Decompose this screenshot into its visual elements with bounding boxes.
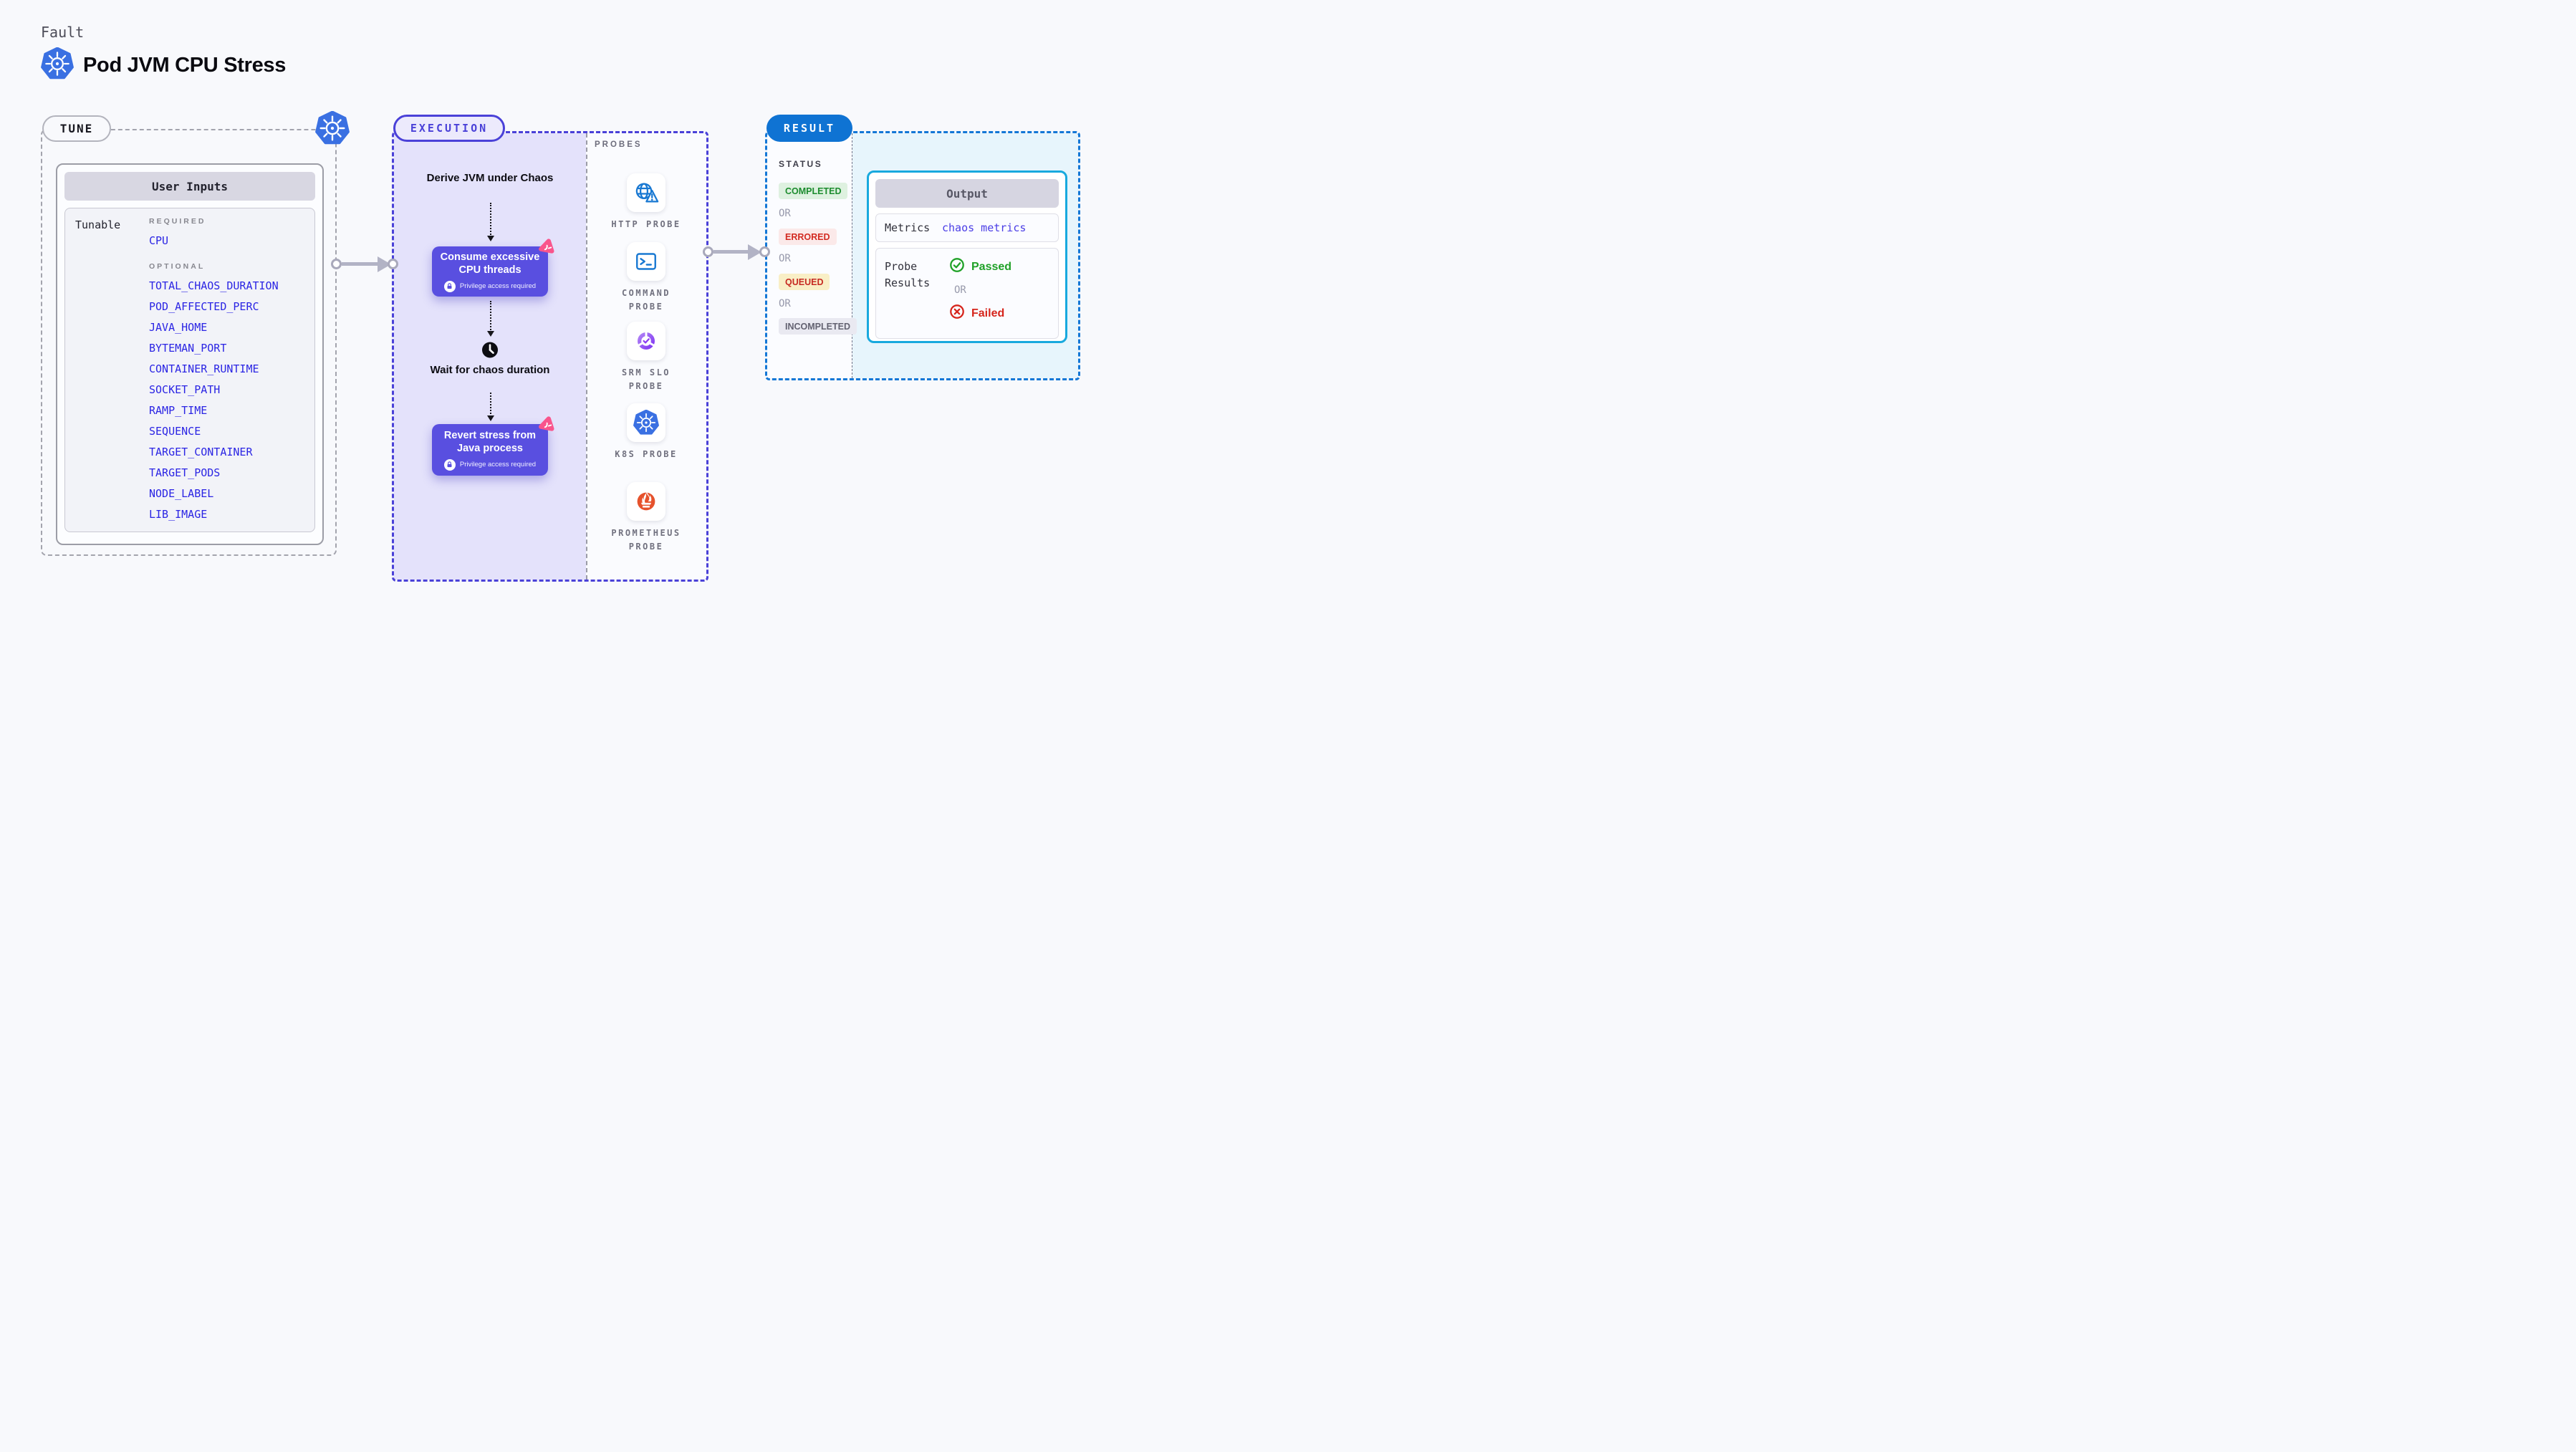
- metrics-row: Metrics chaos metrics: [875, 213, 1059, 242]
- output-header: Output: [875, 179, 1059, 208]
- check-circle-icon: [949, 257, 965, 277]
- srm-slo-probe-icon: [627, 322, 665, 360]
- parameter: LIB_IMAGE: [149, 508, 208, 521]
- parameter: SEQUENCE: [149, 425, 201, 438]
- consume-cpu-threads-box: Consume excessive CPU threads Privilege …: [432, 246, 548, 297]
- revert-stress-box: Revert stress from Java process Privileg…: [432, 424, 548, 476]
- parameter: BYTEMAN_PORT: [149, 342, 227, 355]
- probe-item: COMMAND PROBE: [586, 242, 706, 314]
- privilege-badge: Privilege access required: [443, 458, 537, 471]
- parameter: CONTAINER_RUNTIME: [149, 362, 259, 375]
- http-probe-icon: [627, 173, 665, 212]
- fault-step-title: Consume excessive CPU threads: [440, 251, 540, 276]
- metrics-value: chaos metrics: [942, 221, 1027, 234]
- parameter: NODE_LABEL: [149, 487, 214, 500]
- probe-item: K8S PROBE: [586, 403, 706, 461]
- probe-label: SRM SLO PROBE: [621, 367, 671, 392]
- passed-row: Passed: [949, 257, 1011, 277]
- kubernetes-icon: [315, 111, 350, 149]
- probe-results-values: Passed OR Failed: [949, 257, 1011, 323]
- user-inputs-panel: User Inputs Tunable REQUIRED CPU OPTIONA…: [56, 163, 324, 545]
- parameter: RAMP_TIME: [149, 404, 208, 417]
- arrow-head-icon: [748, 244, 761, 260]
- parameter: CPU: [149, 234, 169, 247]
- or-label: OR: [954, 284, 966, 296]
- status-badge: QUEUED: [779, 274, 830, 290]
- status-badge: ERRORED: [779, 229, 837, 245]
- output-panel: Output Metrics chaos metrics Probe Resul…: [867, 170, 1067, 343]
- probe-label: PROMETHEUS PROBE: [611, 528, 681, 552]
- page-title: Pod JVM CPU Stress: [83, 54, 287, 77]
- connector-dot: [703, 246, 713, 257]
- probe-item: PROMETHEUS PROBE: [586, 482, 706, 554]
- failed-label: Failed: [971, 307, 1005, 319]
- arrow-shaft: [342, 262, 379, 266]
- tunable-list: Tunable REQUIRED CPU OPTIONAL TOTAL_CHAO…: [64, 208, 315, 532]
- flow-arrow-down-icon: [487, 393, 494, 421]
- privilege-note: Privilege access required: [459, 282, 537, 291]
- chaos-spark-icon: [537, 415, 556, 438]
- step-derive-jvm: Derive JVM under Chaos: [426, 172, 554, 184]
- status-column: STATUS COMPLETED OR ERRORED OR QUEUED OR…: [767, 133, 857, 378]
- status-badge: INCOMPLETED: [779, 318, 857, 335]
- parameter: SOCKET_PATH: [149, 383, 221, 396]
- required-group-label: REQUIRED: [149, 217, 206, 226]
- connector-dot: [388, 259, 398, 269]
- fault-diagram: Fault Pod JVM CPU Stress TUNE User Input…: [0, 0, 1123, 633]
- parameter: TARGET_CONTAINER: [149, 446, 253, 458]
- tunable-label: Tunable: [75, 218, 121, 231]
- probe-results-label: Probe Results: [885, 260, 931, 290]
- privilege-badge: Privilege access required: [443, 280, 537, 292]
- optional-group-label: OPTIONAL: [149, 262, 206, 271]
- result-pill: RESULT: [766, 115, 852, 142]
- failed-row: Failed: [949, 304, 1011, 323]
- command-probe-icon: [627, 242, 665, 281]
- lock-icon: [443, 280, 456, 292]
- tune-pill: TUNE: [42, 115, 111, 142]
- fault-kicker: Fault: [41, 24, 85, 41]
- probe-label: K8S PROBE: [615, 449, 678, 459]
- flow-arrow-down-icon: [487, 203, 494, 241]
- x-circle-icon: [949, 304, 965, 323]
- user-inputs-header: User Inputs: [64, 172, 315, 201]
- probe-results-row: Probe Results Passed OR: [875, 248, 1059, 339]
- arrow-shaft: [713, 250, 749, 254]
- status-background: [767, 133, 852, 378]
- passed-label: Passed: [971, 260, 1012, 273]
- lock-icon: [443, 458, 456, 471]
- parameter: TARGET_PODS: [149, 466, 221, 479]
- flow-arrow-down-icon: [487, 301, 494, 337]
- probe-label: HTTP PROBE: [611, 219, 681, 229]
- status-badge: COMPLETED: [779, 183, 848, 199]
- probes-label: PROBES: [595, 140, 643, 149]
- privilege-note: Privilege access required: [459, 461, 537, 469]
- probes-section: PROBES HTTP PROBE: [586, 133, 706, 580]
- connector-dot: [331, 259, 342, 269]
- prometheus-probe-icon: [627, 482, 665, 521]
- tune-section: [41, 129, 337, 556]
- fault-step-title: Revert stress from Java process: [443, 430, 537, 454]
- probe-item: SRM SLO PROBE: [586, 322, 706, 393]
- or-label: OR: [779, 208, 791, 219]
- execution-pill: EXECUTION: [393, 115, 505, 142]
- status-label: STATUS: [779, 159, 823, 169]
- parameter: TOTAL_CHAOS_DURATION: [149, 279, 279, 292]
- or-label: OR: [779, 253, 791, 264]
- step-wait-duration: Wait for chaos duration: [430, 364, 550, 376]
- execution-section: [392, 131, 708, 582]
- probe-item: HTTP PROBE: [586, 173, 706, 231]
- clock-icon: [479, 338, 502, 365]
- kubernetes-icon: [41, 47, 74, 84]
- probe-label: COMMAND PROBE: [621, 288, 671, 312]
- chaos-spark-icon: [537, 238, 556, 261]
- or-label: OR: [779, 298, 791, 309]
- parameter-column: REQUIRED CPU OPTIONAL TOTAL_CHAOS_DURATI…: [149, 217, 279, 520]
- connector-dot: [759, 246, 770, 257]
- page-title-row: Pod JVM CPU Stress: [41, 47, 286, 84]
- k8s-probe-icon: [627, 403, 665, 442]
- execution-flow: Derive JVM under Chaos Consume excessive…: [394, 133, 586, 580]
- parameter: JAVA_HOME: [149, 321, 208, 334]
- metrics-label: Metrics: [885, 221, 931, 234]
- parameter: POD_AFFECTED_PERC: [149, 300, 259, 313]
